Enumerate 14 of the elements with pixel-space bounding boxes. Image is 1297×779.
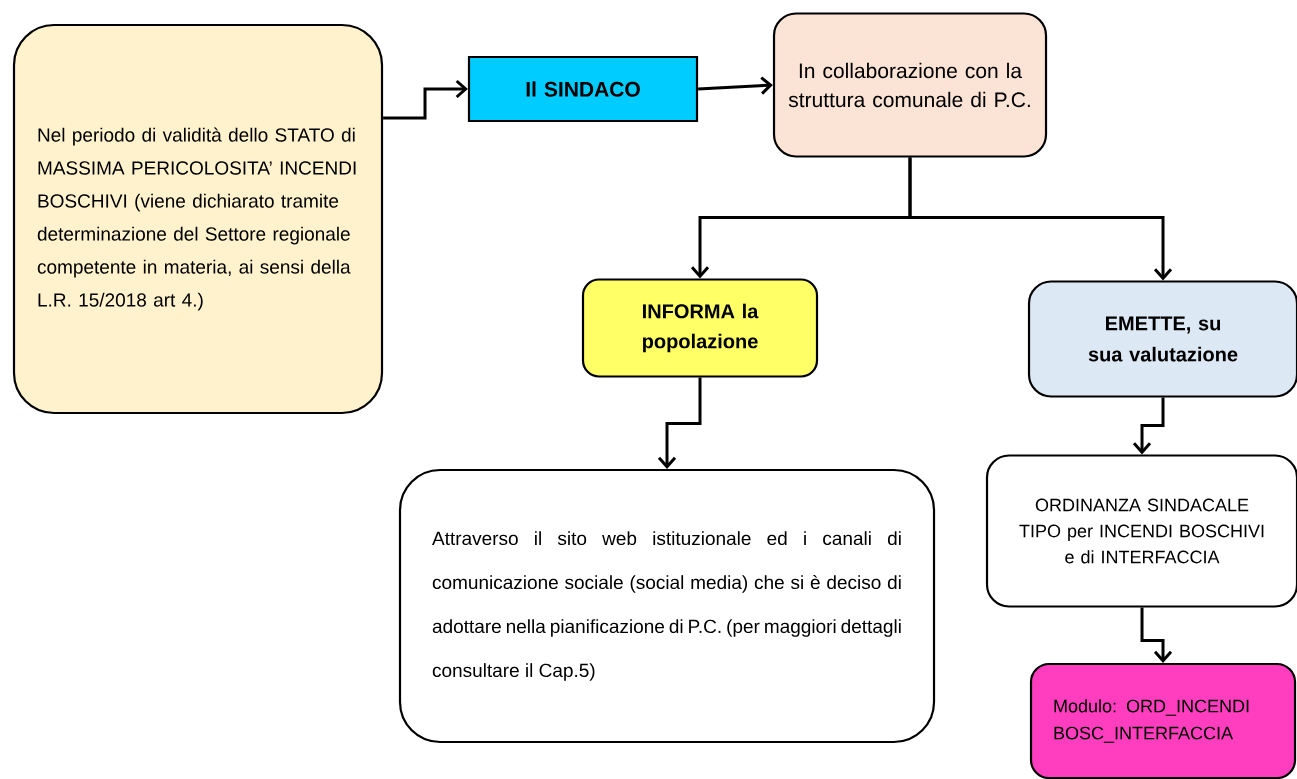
arrow [1140, 607, 1173, 663]
process-box: ORDINANZA SINDACALE TIPO per INCENDI BOSCHIVI e di INTERFACCIA [985, 454, 1297, 608]
arrow [908, 157, 1173, 281]
arrow [698, 76, 773, 95]
process-box: In collaborazione con la struttura comunale di P.C. [772, 12, 1048, 158]
process-box: Nel periodo di validità dello STATO di MASSIMA PERICOLOSITA’ INCENDI BOSCHIVI (viene dichiarato tramite determinazione del Settore regionale competente in materia, ai sensi della L.R. 15/2018 art 4.) [12, 23, 384, 415]
process-box: Attraverso il sito web istituzionale ed i canali di comunicazione sociale (social media) che si è deciso di adottare nella pianificazione di P.C. (per maggiori dettagli consultare il Cap.5) [398, 468, 936, 744]
arrow [383, 79, 468, 120]
process-box: INFORMA la popolazione [581, 278, 819, 378]
process-box: Il SINDACO [467, 55, 699, 123]
process-box: Modulo: ORD_INCENDI BOSC_INTERFACCIA [1029, 662, 1297, 779]
arrow [1132, 397, 1165, 455]
arrow [657, 377, 702, 469]
process-box: EMETTE, su sua valutazione [1027, 280, 1297, 398]
